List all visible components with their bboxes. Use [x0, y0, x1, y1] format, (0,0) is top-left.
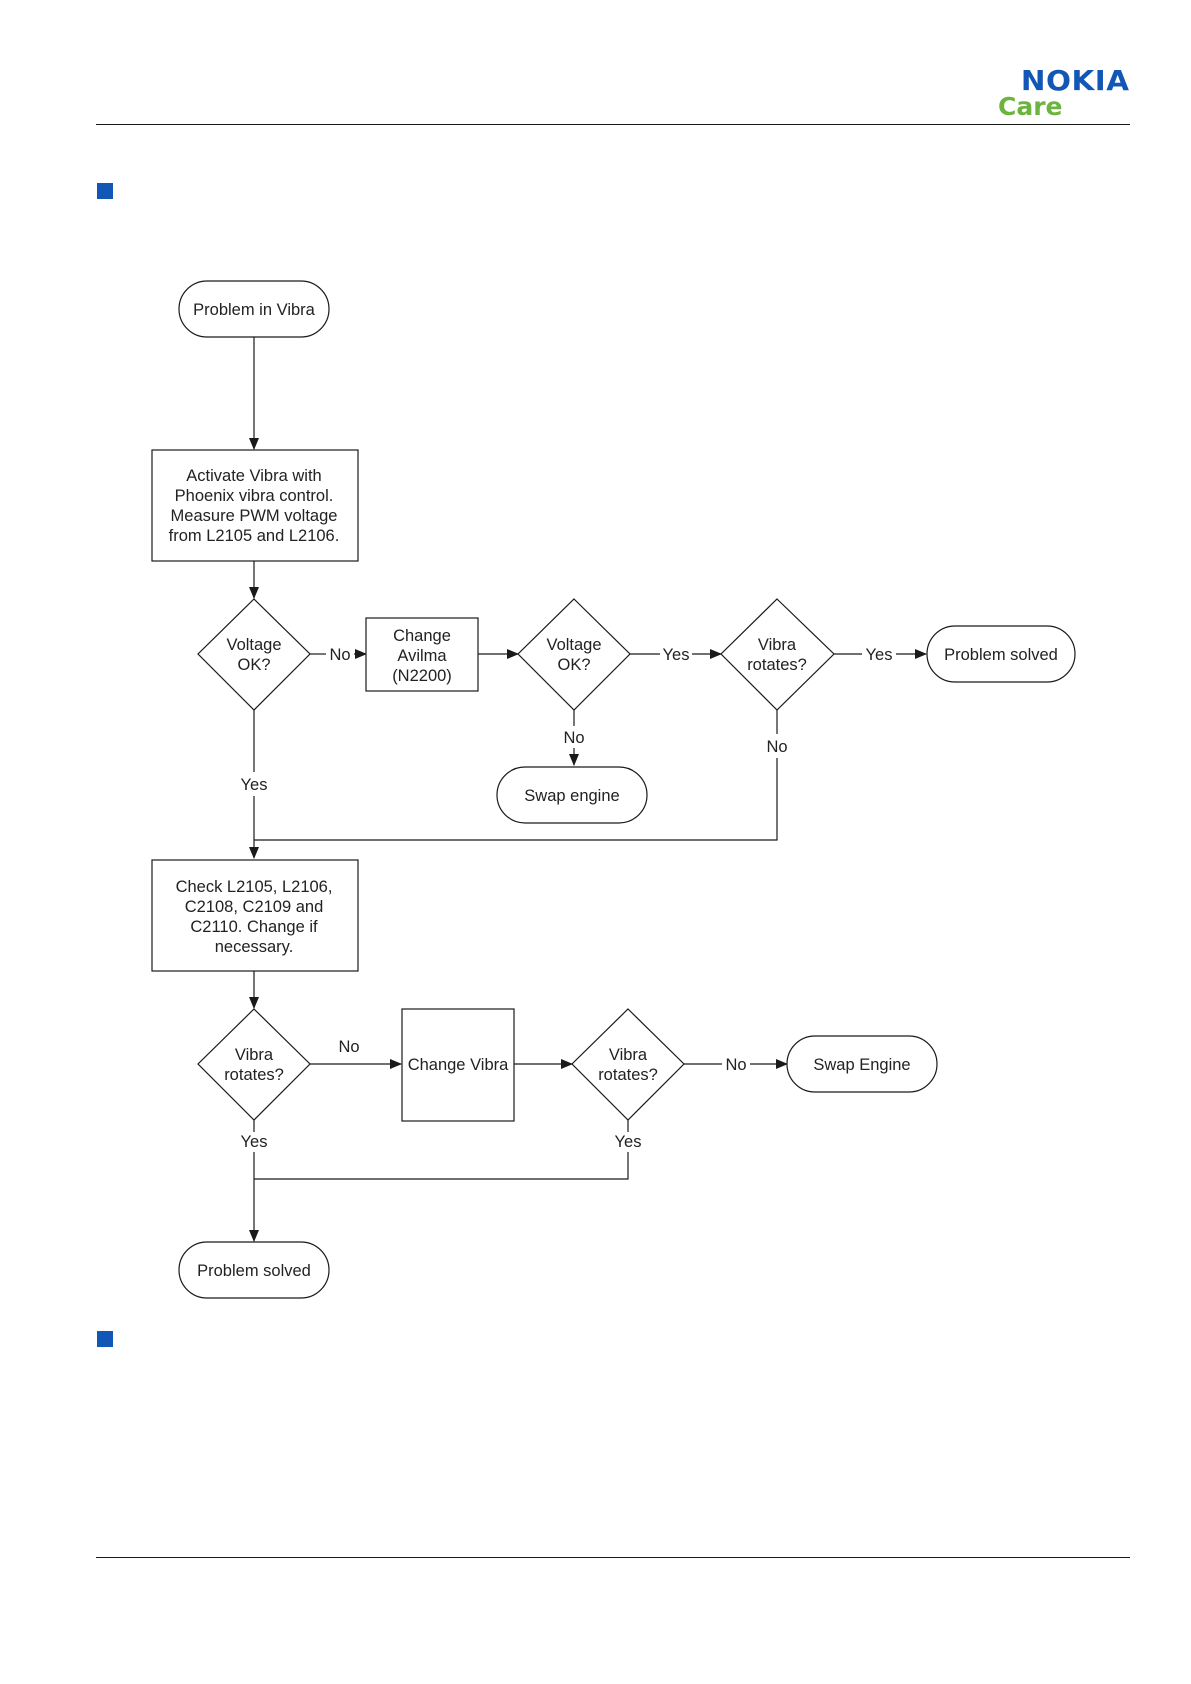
edge-label-no: No [338, 1038, 359, 1056]
decision-vibra-rotates-3-line-1: Vibra [609, 1046, 648, 1064]
process-change-avilma-line-1: Change [393, 627, 451, 645]
logo-brand: NOKIA [1021, 64, 1130, 97]
decision-vibra-rotates-2-line-2: rotates? [224, 1066, 284, 1084]
process-check-components: Check L2105, L2106, C2108, C2109 and C21… [151, 859, 359, 972]
process-change-avilma: Change Avilma (N2200) [365, 617, 479, 692]
process-activate-line-2: Phoenix vibra control. [175, 487, 334, 505]
process-activate-vibra: Activate Vibra with Phoenix vibra contro… [151, 449, 359, 562]
edge-label-yes: Yes [615, 1133, 642, 1151]
edge-label-yes: Yes [241, 776, 268, 794]
connector-rotates1-no-b [254, 758, 778, 841]
header-rule [96, 124, 1130, 125]
terminator-problem-solved-2: Problem solved [178, 1241, 330, 1299]
terminator-problem-solved-1-text: Problem solved [944, 646, 1058, 664]
process-check-line-1: Check L2105, L2106, [176, 878, 333, 896]
decision-vibra-rotates-2: Vibra rotates? [197, 1008, 311, 1121]
process-activate-line-3: Measure PWM voltage [171, 507, 338, 525]
terminator-problem-solved-2-text: Problem solved [197, 1262, 311, 1280]
decision-voltage-ok-2-line-2: OK? [557, 656, 590, 674]
terminator-problem-solved-1: Problem solved [926, 625, 1076, 683]
process-check-line-2: C2108, C2109 and [185, 898, 324, 916]
decision-voltage-ok-2: Voltage OK? [517, 598, 631, 711]
decision-voltage-ok-1: Voltage OK? [197, 598, 311, 711]
process-change-avilma-line-2: Avilma [397, 647, 447, 665]
terminator-swap-engine-2: Swap Engine [786, 1035, 938, 1093]
process-check-line-4: necessary. [215, 938, 294, 956]
terminator-swap-engine-1-text: Swap engine [524, 787, 619, 805]
process-change-vibra-text: Change Vibra [408, 1056, 509, 1074]
section-bullet-icon [97, 183, 113, 199]
process-activate-line-1: Activate Vibra with [186, 467, 321, 485]
footer-rule [96, 1557, 1130, 1558]
decision-voltage-ok-2-line-1: Voltage [546, 636, 601, 654]
decision-voltage-ok-1-line-1: Voltage [226, 636, 281, 654]
terminator-swap-engine-1: Swap engine [496, 766, 648, 824]
edge-label-no: No [563, 729, 584, 747]
process-change-avilma-line-3: (N2200) [392, 667, 452, 685]
edge-label-no: No [725, 1056, 746, 1074]
decision-vibra-rotates-3-line-2: rotates? [598, 1066, 658, 1084]
decision-vibra-rotates-1-line-1: Vibra [758, 636, 797, 654]
edge-labels: No Yes Yes No Yes No No No Yes Yes [241, 646, 893, 1151]
decision-vibra-rotates-2-line-1: Vibra [235, 1046, 274, 1064]
connectors [249, 337, 927, 1242]
decision-vibra-rotates-1-line-2: rotates? [747, 656, 807, 674]
edge-label-no: No [329, 646, 350, 664]
decision-voltage-ok-1-line-2: OK? [237, 656, 270, 674]
terminator-swap-engine-2-text: Swap Engine [813, 1056, 910, 1074]
process-check-line-3: C2110. Change if [190, 918, 318, 936]
decision-vibra-rotates-1: Vibra rotates? [720, 598, 835, 711]
edge-label-yes: Yes [866, 646, 893, 664]
logo-sub-brand: Care [998, 92, 1063, 121]
connector-rotates3-yes-b [254, 1152, 629, 1180]
edge-label-no: No [766, 738, 787, 756]
decision-vibra-rotates-3: Vibra rotates? [571, 1008, 685, 1121]
terminator-start: Problem in Vibra [178, 280, 330, 338]
process-activate-line-4: from L2105 and L2106. [169, 527, 340, 545]
section-bullet-icon [97, 1331, 113, 1347]
edge-label-yes: Yes [663, 646, 690, 664]
nokia-care-logo: NOKIA Care [998, 64, 1130, 124]
edge-label-yes: Yes [241, 1133, 268, 1151]
terminator-start-text: Problem in Vibra [193, 301, 315, 319]
process-change-vibra: Change Vibra [401, 1008, 515, 1122]
